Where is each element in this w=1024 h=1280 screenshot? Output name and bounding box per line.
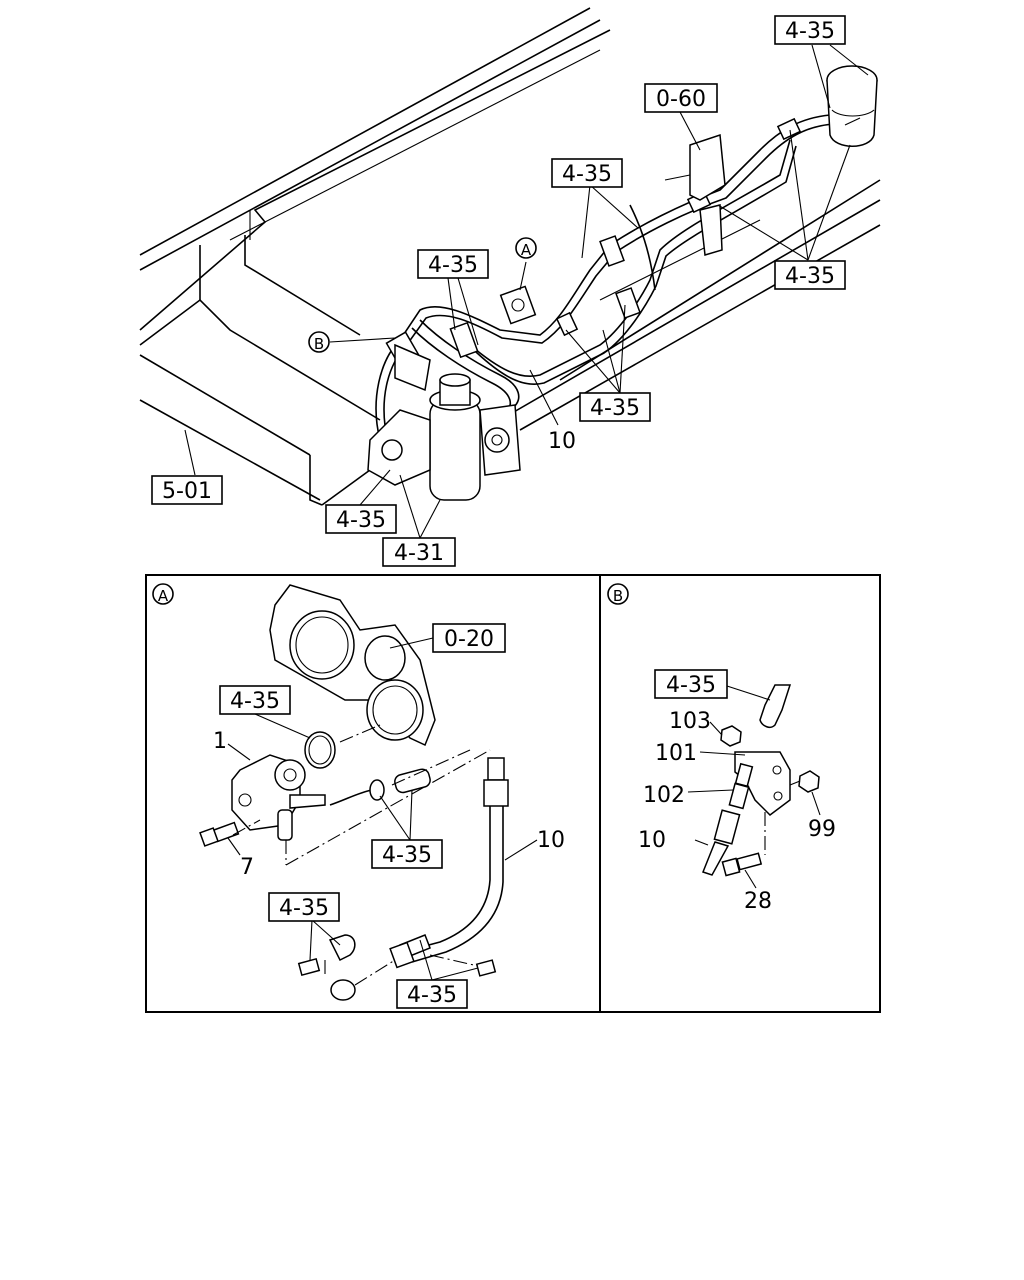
chassis-frame-rail [139, 7, 881, 506]
callout-5-01: 5-01 [151, 475, 223, 505]
view-marker-a-main: A [515, 237, 537, 259]
callout-4-35-left: 4-35 [417, 249, 489, 279]
seal-ring [369, 779, 385, 801]
steering-gear-box [367, 343, 521, 501]
callout-0-60: 0-60 [644, 83, 718, 113]
callout-4-35-b-cap: 4-35 [654, 669, 728, 699]
part-number-103: 103 [669, 709, 711, 734]
callout-4-31: 4-31 [382, 537, 456, 567]
mounting-bracket [664, 133, 726, 256]
part-number-10-b: 10 [638, 828, 666, 853]
svg-text:4-35: 4-35 [666, 673, 716, 698]
union-102 [728, 762, 754, 810]
callout-0-20: 0-20 [432, 623, 506, 653]
callout-4-35-a-bolt: 4-35 [396, 979, 468, 1009]
callout-4-35-right-lower: 4-35 [774, 260, 846, 290]
part-number-28: 28 [744, 889, 772, 914]
detail-view-b: B [607, 583, 836, 914]
bolt-7 [199, 821, 240, 847]
callout-4-35-a-hose: 4-35 [371, 839, 443, 869]
part-number-99: 99 [808, 817, 836, 842]
o-ring [304, 731, 336, 769]
view-marker-a-panel: A [152, 583, 174, 605]
callout-4-35-mid: 4-35 [551, 158, 623, 188]
part-number-1: 1 [213, 729, 227, 754]
part-number-10-main: 10 [548, 429, 576, 454]
svg-text:0-20: 0-20 [444, 627, 494, 652]
fluid-reservoir [826, 65, 878, 147]
svg-text:4-31: 4-31 [394, 541, 444, 566]
svg-text:B: B [314, 335, 324, 353]
svg-text:4-35: 4-35 [428, 253, 478, 278]
part-number-102: 102 [643, 783, 685, 808]
callout-4-35-a-clamp: 4-35 [268, 892, 340, 922]
hose-10-b [702, 809, 741, 876]
svg-text:B: B [613, 587, 623, 605]
callout-4-35-bottom: 4-35 [325, 504, 397, 534]
detail-view-a: A [152, 583, 565, 1009]
part-number-10-a: 10 [537, 828, 565, 853]
svg-text:4-35: 4-35 [407, 983, 457, 1008]
detail-panels-frame [145, 574, 881, 1013]
part-number-7: 7 [240, 855, 254, 880]
leader-lines-main [184, 44, 869, 539]
callout-4-35-top-right: 4-35 [774, 15, 846, 45]
nut-99 [798, 770, 820, 793]
part-number-101: 101 [655, 741, 697, 766]
dust-cap [759, 684, 792, 728]
bolt-28 [721, 852, 763, 877]
svg-text:0-60: 0-60 [656, 87, 706, 112]
hose-sleeve [394, 768, 431, 794]
callout-4-35-center: 4-35 [579, 392, 651, 422]
view-marker-b-main: B [308, 331, 330, 353]
callout-4-35-a-ring: 4-35 [219, 685, 291, 715]
svg-text:A: A [158, 587, 169, 605]
fitting-a [499, 285, 537, 325]
view-marker-b-panel: B [607, 583, 629, 605]
svg-text:4-35: 4-35 [562, 162, 612, 187]
svg-text:4-35: 4-35 [590, 396, 640, 421]
svg-text:A: A [521, 241, 532, 259]
svg-text:4-35: 4-35 [785, 264, 835, 289]
svg-text:4-35: 4-35 [382, 843, 432, 868]
nut-103 [720, 725, 742, 747]
svg-text:4-35: 4-35 [230, 689, 280, 714]
svg-text:5-01: 5-01 [162, 479, 212, 504]
svg-text:4-35: 4-35 [785, 19, 835, 44]
power-steering-pump [231, 754, 326, 841]
svg-text:4-35: 4-35 [336, 508, 386, 533]
pressure-hose-10 [389, 757, 509, 969]
line-clamps [385, 117, 802, 379]
svg-text:4-35: 4-35 [279, 896, 329, 921]
